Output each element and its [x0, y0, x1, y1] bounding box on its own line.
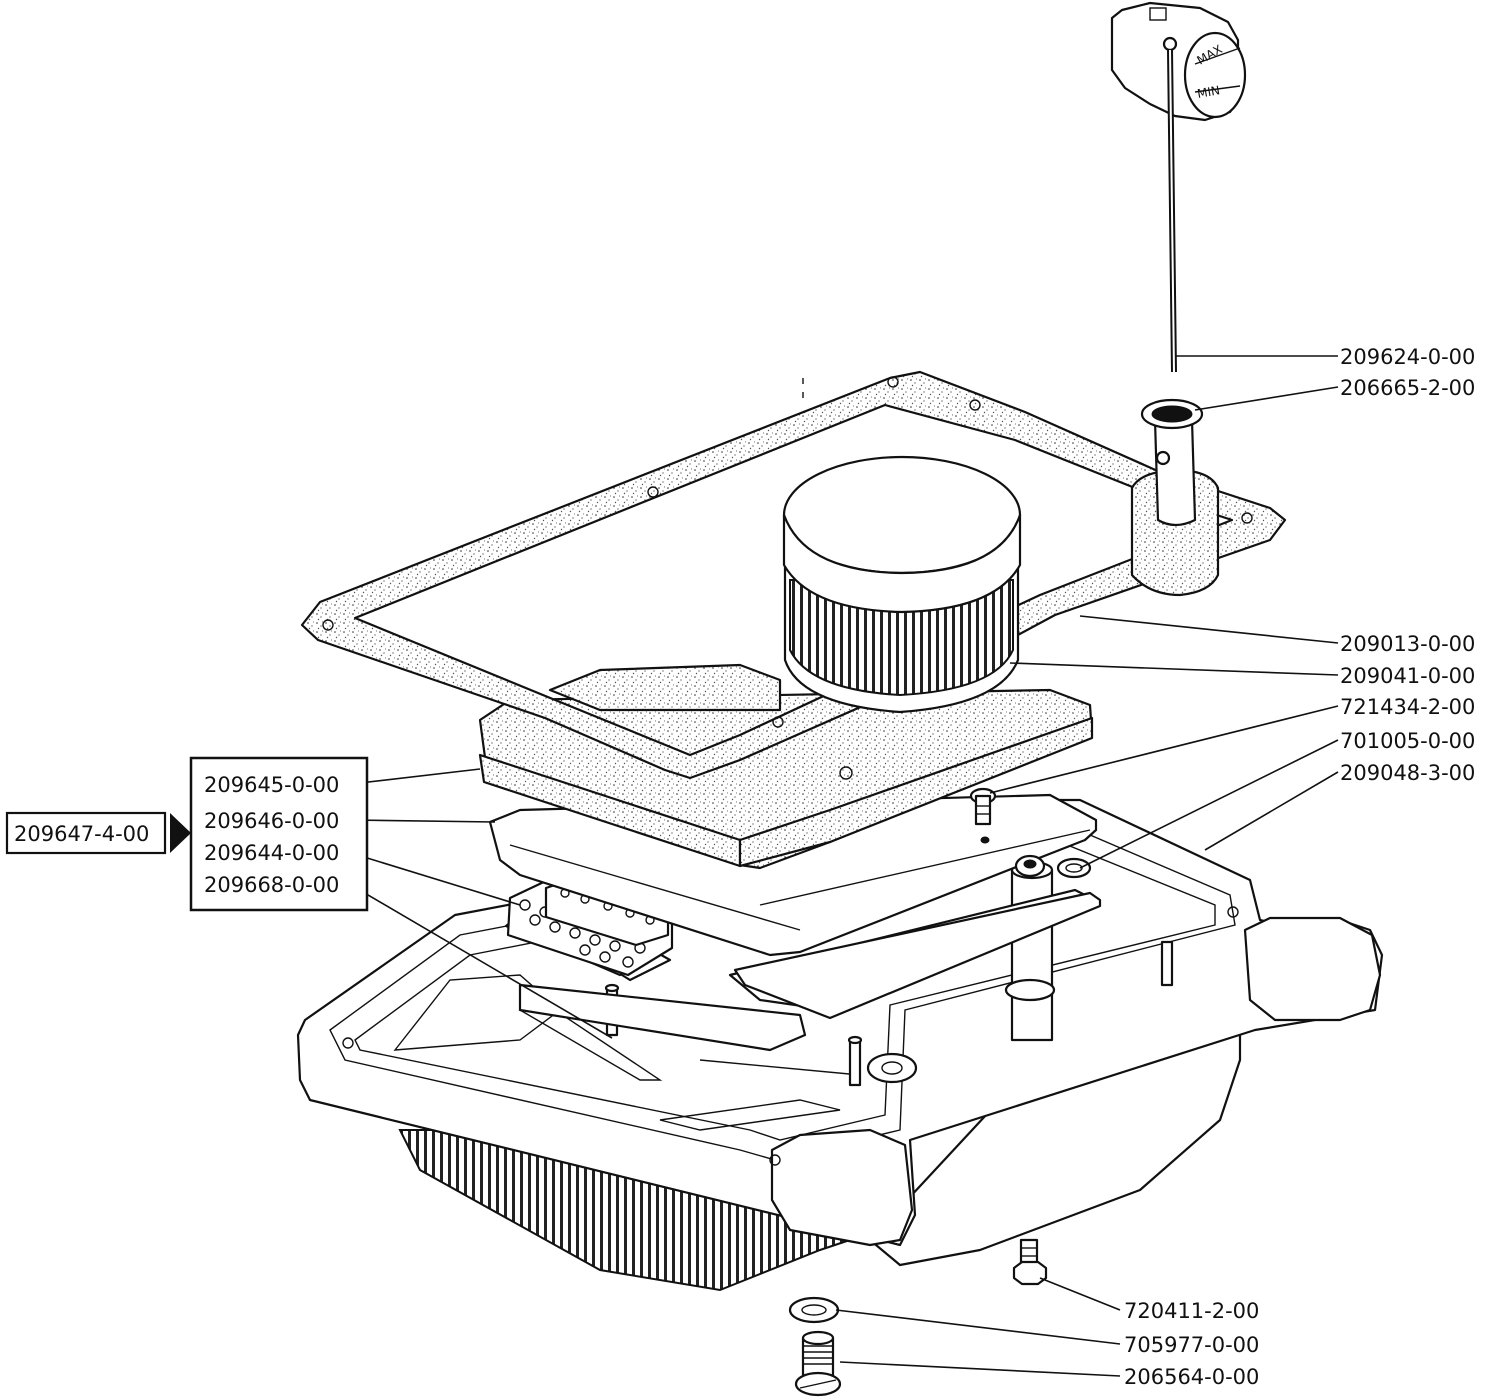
small-washer — [1014, 854, 1092, 879]
callout-701005: 701005-0-00 — [1340, 729, 1475, 753]
callout-209013: 209013-0-00 — [1340, 632, 1475, 656]
drain-plug — [794, 1330, 842, 1397]
callout-209041: 209041-0-00 — [1340, 664, 1475, 688]
cylindrical-filter — [782, 455, 1022, 714]
callout-206564: 206564-0-00 — [1124, 1365, 1259, 1389]
kit-group: 209645-0-00 209646-0-00 209644-0-00 2096… — [189, 756, 369, 912]
callout-labels: 209624-0-00 206665-2-00 209013-0-00 2090… — [1124, 345, 1475, 1389]
assembly-label: 209647-4-00 — [5, 811, 191, 855]
group-item-209646: 209646-0-00 — [204, 809, 339, 833]
callout-209048: 209048-3-00 — [1340, 761, 1475, 785]
bottom-screw — [1012, 1238, 1048, 1286]
dipstick-tube — [1130, 398, 1220, 597]
group-item-209668: 209668-0-00 — [204, 873, 339, 897]
small-screw — [969, 787, 997, 844]
callout-206665: 206665-2-00 — [1340, 376, 1475, 400]
dial-min-label: MIN — [1196, 83, 1221, 101]
cover-gasket — [300, 370, 1287, 780]
callout-209624: 209624-0-00 — [1340, 345, 1475, 369]
drain-washer — [788, 1296, 840, 1324]
callout-720411: 720411-2-00 — [1124, 1299, 1259, 1323]
leader-lines — [350, 355, 1339, 1377]
callout-721434: 721434-2-00 — [1340, 695, 1475, 719]
dipstick: MAX MIN — [1110, 1, 1247, 373]
callout-705977: 705977-0-00 — [1124, 1333, 1259, 1357]
assembly-part-number: 209647-4-00 — [14, 822, 149, 846]
group-item-209644: 209644-0-00 — [204, 841, 339, 865]
group-item-209645: 209645-0-00 — [204, 773, 339, 797]
assembly-arrow-icon — [170, 813, 191, 853]
